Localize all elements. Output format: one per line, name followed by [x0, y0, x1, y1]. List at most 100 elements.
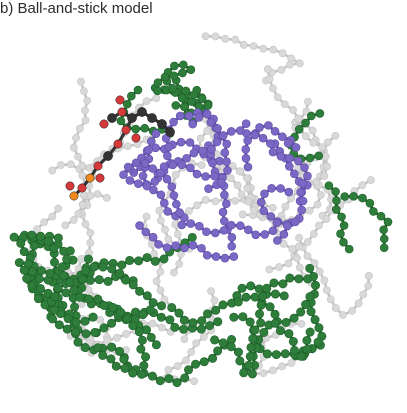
atom: [88, 312, 98, 322]
atom: [294, 242, 303, 251]
atom: [235, 167, 244, 176]
atom: [108, 303, 118, 313]
atom: [197, 161, 206, 170]
atom: [270, 127, 280, 136]
atom: [142, 97, 151, 106]
atom: [313, 337, 323, 347]
atom: [180, 373, 190, 383]
atom: [112, 333, 121, 342]
atom: [269, 45, 278, 54]
atom: [199, 332, 208, 341]
atom: [188, 318, 198, 328]
atom: [269, 84, 277, 93]
atom: [298, 179, 307, 188]
atom: [188, 119, 197, 129]
atom: [292, 253, 301, 262]
atom: [185, 138, 195, 147]
atom: [77, 77, 85, 86]
atom: [233, 347, 243, 357]
ligand-atom: [77, 183, 87, 193]
atom: [116, 307, 126, 317]
atom: [50, 292, 60, 302]
atom: [314, 323, 324, 333]
atom: [297, 205, 306, 215]
atom: [69, 143, 78, 152]
atom: [278, 362, 287, 371]
atom: [175, 260, 184, 268]
atom: [211, 252, 221, 261]
atom: [121, 275, 131, 285]
atom: [296, 351, 306, 361]
atom: [331, 304, 340, 312]
atom: [241, 154, 251, 163]
atom: [111, 361, 121, 371]
atom: [135, 221, 144, 230]
atom: [74, 152, 82, 161]
atom: [191, 359, 201, 369]
atom: [268, 203, 277, 212]
atom: [163, 151, 172, 161]
atom: [83, 96, 92, 105]
atom: [213, 346, 223, 356]
ligand-atom: [107, 113, 117, 123]
atom: [61, 221, 70, 230]
atom: [157, 323, 166, 332]
atom: [280, 349, 290, 359]
atom: [169, 191, 179, 200]
atom: [213, 317, 223, 327]
atom: [152, 94, 161, 103]
atom: [48, 212, 57, 221]
atom: [81, 329, 91, 339]
atom: [279, 291, 289, 301]
atom: [272, 218, 282, 227]
atom: [142, 291, 152, 301]
atom: [235, 356, 245, 366]
ligand-atom: [127, 113, 137, 123]
atom: [119, 170, 128, 180]
atom: [131, 124, 141, 134]
atom: [138, 310, 148, 320]
atom: [233, 297, 243, 307]
atom: [287, 54, 296, 63]
atom: [302, 335, 312, 345]
atom: [256, 318, 266, 328]
atom: [303, 97, 312, 106]
atom: [36, 266, 46, 276]
atom: [53, 233, 63, 243]
atom: [264, 121, 273, 130]
atom: [197, 316, 207, 326]
atom: [259, 206, 269, 216]
atom: [136, 344, 146, 354]
atom: [226, 342, 236, 352]
atom: [281, 317, 291, 327]
atom: [186, 219, 196, 228]
atom: [332, 196, 341, 205]
atom: [243, 174, 251, 183]
atom: [187, 348, 196, 356]
atom: [222, 157, 231, 166]
atom: [210, 296, 219, 305]
atom: [179, 60, 188, 70]
atom: [349, 192, 358, 201]
atom: [204, 184, 213, 193]
atom: [27, 230, 37, 240]
atom: [262, 283, 272, 293]
ligand-atom: [137, 107, 147, 117]
atom: [247, 369, 257, 379]
atom: [238, 210, 247, 219]
atom: [49, 257, 59, 267]
atom: [276, 184, 285, 193]
atom: [203, 127, 212, 135]
atom: [164, 366, 173, 374]
atom: [123, 162, 133, 172]
atom: [140, 159, 150, 168]
ligand-atom: [103, 151, 113, 161]
atom: [210, 171, 219, 181]
ligand-atom: [157, 119, 167, 129]
ligand-atom: [131, 133, 141, 143]
atom: [84, 294, 94, 304]
atom: [78, 274, 88, 284]
atom: [89, 262, 99, 272]
atom: [115, 346, 125, 356]
atom: [45, 268, 55, 278]
